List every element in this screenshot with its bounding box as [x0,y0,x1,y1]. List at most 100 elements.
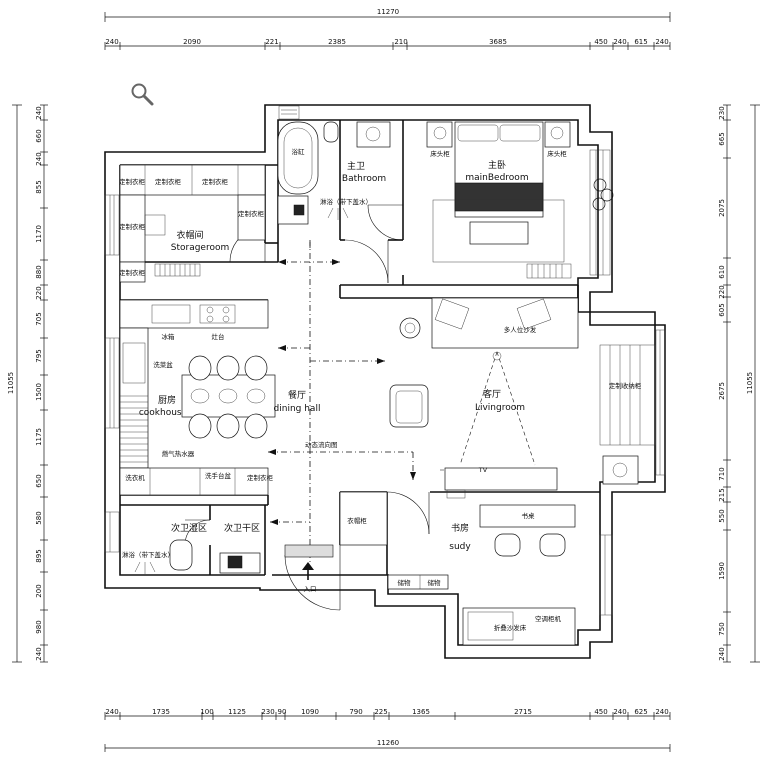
wardrobe-label-d: 定制衣柜 [238,209,265,218]
dimension-top: 11270 240 2090 221 2385 210 3685 450 240… [104,8,671,50]
dim-top-ticks [104,42,671,50]
storage-room: 定制衣柜 定制衣柜 定制衣柜 定制衣柜 定制衣柜 定制衣柜 衣帽间 Storag… [119,164,266,283]
dim-top-3: 2385 [328,38,346,46]
study-cn: 书房 [451,522,469,534]
dim-right-6: 2675 [718,382,726,400]
dimension-right: 11055 230 665 2075 610 220 605 2675 710 … [718,104,760,663]
dim-left-7: 705 [35,312,43,325]
entrance-label: 入口 [304,585,317,593]
kitchen-en: cookhouse [139,408,188,418]
bedroom-cn: 主卧 [488,159,506,171]
sofa-label: 多人位沙发 [504,325,537,334]
dim-right-3: 610 [718,265,726,278]
dry-zone-label: 次卫干区 [224,522,260,534]
dim-left-14: 580 [35,511,43,524]
stove-label: 灶台 [212,332,225,341]
dim-left-0: 240 [35,106,43,119]
search-icon[interactable] [131,83,154,106]
dim-right-total: 11055 [746,372,754,394]
dim-left-19: 240 [35,647,43,660]
aircon-label: 空调柜机 [535,614,562,623]
cabinet-label-a: 定制衣柜 [119,268,146,277]
living-cabinet-label: 定制收纳柜 [609,381,642,390]
dim-left-total: 11055 [7,372,15,394]
bath-cn: 主卫 [347,160,365,172]
living-cn: 客厅 [483,388,501,400]
entrance: 入口 [284,544,334,593]
main-bedroom: 床头柜 床头柜 主卧 mainBedroom [426,121,614,279]
master-bathroom: 浴缸 淋浴（带下盖水） 主卫 Bathroom [277,121,391,225]
fridge-label: 冰箱 [162,332,176,341]
dim-bottom-13: 625 [634,708,647,716]
dim-left-5: 880 [35,265,43,278]
nightstand-left-label: 床头柜 [430,149,450,158]
dim-top-4: 210 [394,38,407,46]
dim-right-1: 665 [718,132,726,145]
bath-en: Bathroom [342,174,386,184]
tv-label: TV [478,466,488,474]
tub-label: 浴缸 [292,147,306,156]
dim-bottom-14: 240 [655,708,668,716]
dim-bottom-12: 240 [613,708,626,716]
sink-label: 洗菜盆 [153,360,173,369]
dim-right-2: 2075 [718,199,726,217]
dim-top-6: 450 [594,38,607,46]
cabinet-label-b: 定制衣柜 [247,473,274,482]
wash-basin-label: 洗手台盆 [205,471,232,480]
dim-right-8: 215 [718,488,726,501]
second-bathroom: 次卫湿区 次卫干区 淋浴（带下盖水） [122,522,261,574]
dim-left-9: 1500 [35,383,43,401]
dim-right-11: 750 [718,622,726,635]
flow-note: 动态流向图 [305,440,338,449]
wardrobe-label-b: 定制衣柜 [155,177,182,186]
storage-room-en: Storageroom [171,243,230,253]
bedroom-en: mainBedroom [465,173,528,183]
study-cab-b-label: 储物 [428,578,442,587]
water-heater-label: 燃气热水器 [162,449,195,458]
dim-left-8: 795 [35,349,43,362]
shower-master-label: 淋浴（带下盖水） [320,197,372,206]
dim-left-6: 220 [35,286,43,299]
dim-bottom-6: 1090 [301,708,319,716]
wardrobe-label-c: 定制衣柜 [202,177,229,186]
study-cab-a-label: 储物 [398,578,412,587]
study-en: sudy [449,542,471,552]
dim-bottom-0: 240 [105,708,118,716]
washer-label: 洗衣机 [125,473,145,482]
dining-cn: 餐厅 [288,389,306,401]
wet-zone-label: 次卫湿区 [171,522,207,534]
dim-right-7: 710 [718,467,726,480]
dim-bottom-2: 100 [200,708,213,716]
shoe-cabinet-label: 定制衣柜 [119,222,146,231]
dim-right-10: 1590 [718,562,726,580]
dim-top-5: 3685 [489,38,507,46]
dim-left-11: 1175 [35,428,43,446]
dim-right-12: 240 [718,647,726,660]
dim-bottom-5: 90 [278,708,287,716]
dim-left-3: 855 [35,180,43,193]
dim-bottom-10: 2715 [514,708,532,716]
nightstand-right-label: 床头柜 [547,149,567,158]
dim-bottom-11: 450 [594,708,607,716]
dimension-left: 11055 240 660 240 855 1170 880 220 705 7… [7,104,48,663]
dim-right-5: 605 [718,303,726,316]
dim-left-4: 1170 [35,225,43,243]
dim-top-total: 11270 [377,8,399,16]
storage-room-cn: 衣帽间 [176,229,203,241]
dim-left-16: 200 [35,584,43,597]
dim-bottom-total: 11260 [377,739,399,747]
dim-top-1: 2090 [183,38,201,46]
dining-en: dining hall [274,404,321,414]
entrance-arrow-icon [302,562,314,580]
kitchen-cn: 厨房 [158,394,176,406]
wardrobe-label-a: 定制衣柜 [119,177,146,186]
dim-top-7: 240 [613,38,626,46]
coat-cabinet-label: 衣帽柜 [347,516,367,525]
dim-top-0: 240 [105,38,118,46]
dim-bottom-3: 1125 [228,708,246,716]
dim-bottom-4: 230 [261,708,274,716]
shower-second-label: 淋浴（带下盖水） [122,550,174,559]
dim-left-13: 650 [35,474,43,487]
dim-left-15: 895 [35,549,43,562]
